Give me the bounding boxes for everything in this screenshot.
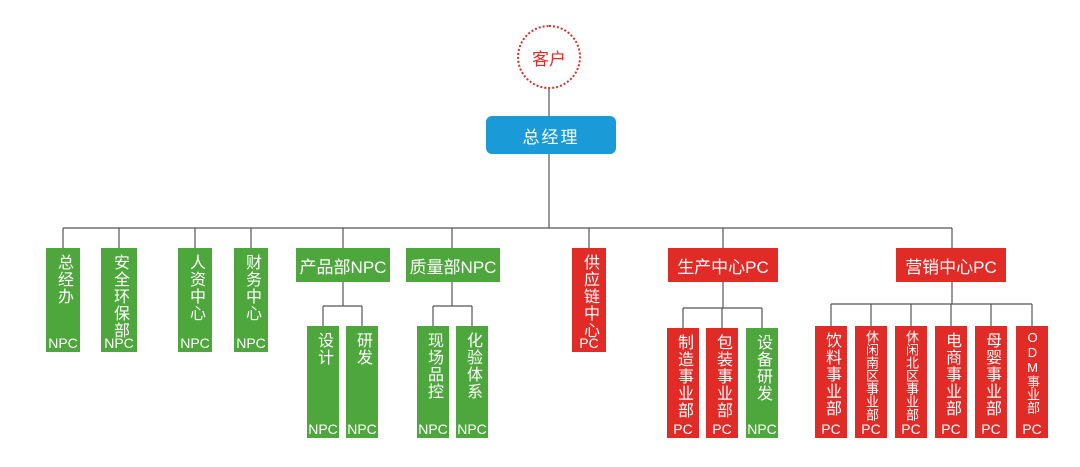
sub-ecommerce: 电商事业部 PC (935, 326, 967, 438)
sub-tag: PC (1022, 421, 1042, 437)
sub-tag: NPC (308, 421, 338, 437)
sub-label: 制造事业部 (675, 334, 692, 419)
sub-equipment-rnd: 设备研发 NPC (746, 328, 778, 438)
sub-label: 包装事业部 (714, 334, 731, 419)
dept-finance-center: 财务中心 NPC (234, 248, 268, 352)
sub-label: 饮料事业部 (823, 332, 840, 417)
dept-label: 供应链中心 (581, 254, 598, 339)
sub-label: 设备研发 (754, 334, 771, 402)
sub-label: 化验体系 (464, 332, 481, 400)
sub-tag: NPC (457, 421, 487, 437)
dept-tag: NPC (48, 335, 78, 351)
dept-label: 财务中心 (243, 254, 260, 322)
sub-label: 休闲南区事业部 (864, 330, 879, 421)
sub-tag: PC (712, 421, 732, 437)
sub-onsite-qc: 现场品控 NPC (417, 326, 449, 438)
sub-tag: NPC (418, 421, 448, 437)
dept-tag: PC (579, 335, 599, 351)
sub-snack-north: 休闲北区事业部 PC (895, 326, 927, 438)
dept-supply-chain: 供应链中心 PC (572, 248, 606, 352)
sub-tag: PC (861, 421, 881, 437)
dept-tag: NPC (104, 335, 134, 351)
sub-tag: PC (981, 421, 1001, 437)
dept-quality: 质量部NPC (406, 248, 500, 282)
sub-label: 设计 (315, 332, 332, 366)
dept-label: 安全环保部 (111, 254, 128, 339)
sub-label: 研发 (354, 332, 371, 366)
dept-marketing-center: 营销中心PC (896, 248, 1006, 282)
ceo-node: 总经理 (486, 116, 616, 154)
dept-label: 总经办 (55, 254, 72, 305)
sub-label: 母婴事业部 (983, 332, 1000, 417)
sub-rnd: 研发 NPC (346, 326, 378, 438)
sub-odm: ODM事业部 PC (1016, 326, 1048, 438)
dept-label: 人资中心 (187, 254, 204, 322)
sub-label: ODM事业部 (1025, 330, 1040, 414)
sub-design: 设计 NPC (307, 326, 339, 438)
dept-tag: NPC (180, 335, 210, 351)
dept-product: 产品部NPC (296, 248, 390, 282)
sub-label: 现场品控 (425, 332, 442, 400)
dept-tag: NPC (236, 335, 266, 351)
sub-tag: NPC (347, 421, 377, 437)
dept-safety-env: 安全环保部 NPC (101, 248, 137, 352)
customer-node: 客户 (517, 25, 581, 89)
dept-production-center: 生产中心PC (668, 248, 778, 282)
sub-tag: NPC (747, 421, 777, 437)
sub-tag: PC (821, 421, 841, 437)
sub-maternal-infant: 母婴事业部 PC (975, 326, 1007, 438)
dept-general-office: 总经办 NPC (46, 248, 80, 352)
sub-label: 休闲北区事业部 (904, 330, 919, 421)
dept-hr-center: 人资中心 NPC (178, 248, 212, 352)
sub-label: 电商事业部 (943, 332, 960, 417)
sub-beverage: 饮料事业部 PC (815, 326, 847, 438)
sub-manufacturing: 制造事业部 PC (667, 328, 699, 438)
sub-tag: PC (673, 421, 693, 437)
sub-lab-system: 化验体系 NPC (456, 326, 488, 438)
sub-tag: PC (901, 421, 921, 437)
sub-packaging: 包装事业部 PC (706, 328, 738, 438)
sub-tag: PC (941, 421, 961, 437)
sub-snack-south: 休闲南区事业部 PC (855, 326, 887, 438)
